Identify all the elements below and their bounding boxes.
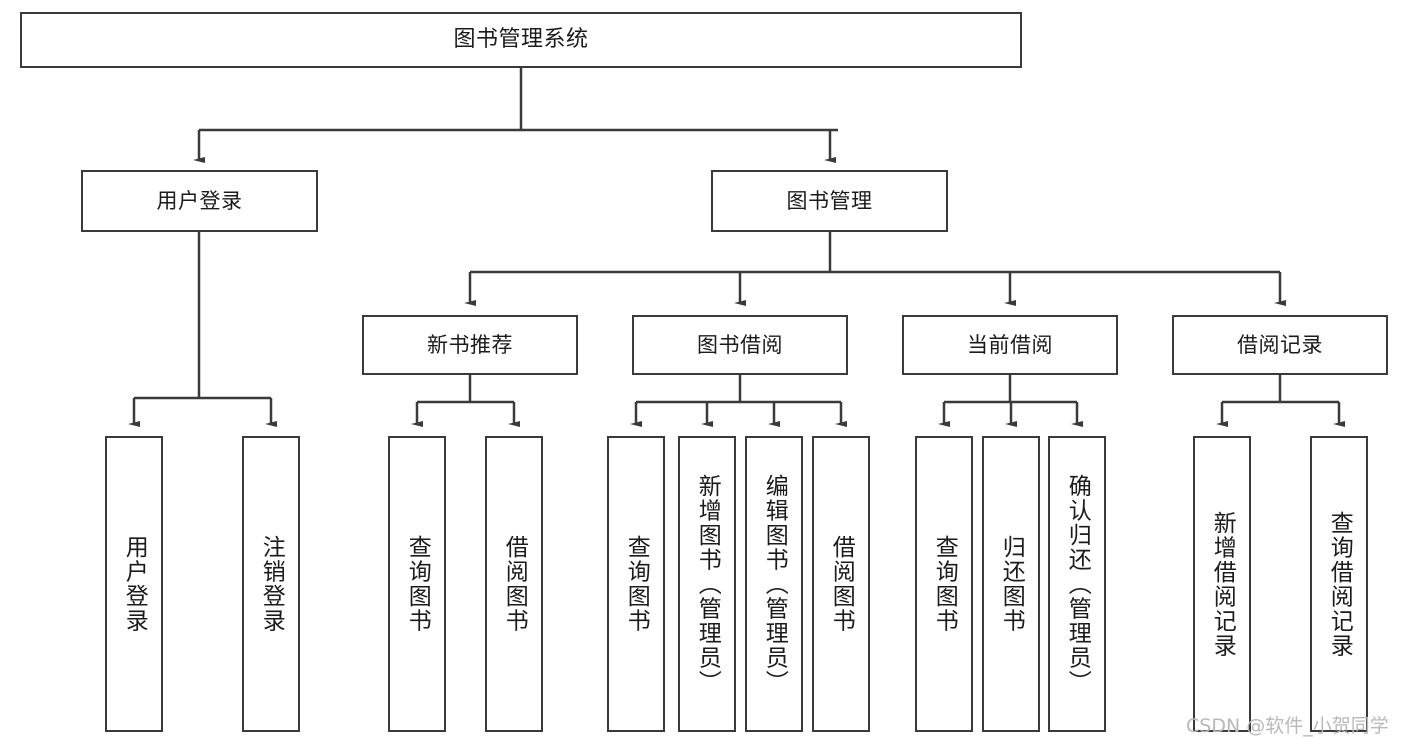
node-leaf-query-book-2[interactable]: 查询图书 (607, 436, 665, 732)
node-current-borrow[interactable]: 当前借阅 (902, 315, 1118, 375)
node-book-manage[interactable]: 图书管理 (711, 170, 948, 232)
node-new-book-rec-label: 新书推荐 (427, 332, 513, 357)
node-leaf-query-record[interactable]: 查询借阅记录 (1310, 436, 1368, 732)
watermark: CSDN @软件_小贺同学 (1186, 715, 1389, 737)
node-leaf-borrow-book-1-label: 借阅图书 (501, 535, 528, 633)
node-leaf-user-login-label: 用户登录 (121, 535, 148, 633)
node-leaf-logout-label: 注销登录 (258, 535, 285, 633)
node-leaf-edit-book[interactable]: 编辑图书（管理员） (745, 436, 803, 732)
node-leaf-query-book-3[interactable]: 查询图书 (915, 436, 973, 732)
node-user-login[interactable]: 用户登录 (81, 170, 318, 232)
node-leaf-logout[interactable]: 注销登录 (242, 436, 300, 732)
node-root-label: 图书管理系统 (453, 27, 589, 53)
node-leaf-query-book-1-label: 查询图书 (404, 535, 431, 633)
node-leaf-query-book-3-label: 查询图书 (931, 535, 958, 633)
node-leaf-add-book-label: 新增图书（管理员） (694, 473, 721, 695)
node-leaf-query-record-label: 查询借阅记录 (1326, 510, 1353, 658)
node-borrow-record[interactable]: 借阅记录 (1172, 315, 1388, 375)
node-book-manage-label: 图书管理 (786, 188, 873, 213)
node-borrow-record-label: 借阅记录 (1237, 332, 1323, 357)
node-book-borrow-label: 图书借阅 (697, 332, 783, 357)
node-leaf-add-record[interactable]: 新增借阅记录 (1193, 436, 1251, 732)
node-leaf-add-record-label: 新增借阅记录 (1209, 510, 1236, 658)
node-leaf-borrow-book-2[interactable]: 借阅图书 (812, 436, 870, 732)
node-leaf-user-login[interactable]: 用户登录 (105, 436, 163, 732)
node-leaf-query-book-2-label: 查询图书 (623, 535, 650, 633)
node-leaf-add-book[interactable]: 新增图书（管理员） (678, 436, 736, 732)
node-user-login-label: 用户登录 (156, 188, 243, 213)
node-root[interactable]: 图书管理系统 (20, 12, 1022, 68)
node-leaf-return-book[interactable]: 归还图书 (982, 436, 1040, 732)
node-new-book-rec[interactable]: 新书推荐 (362, 315, 578, 375)
node-leaf-edit-book-label: 编辑图书（管理员） (761, 473, 788, 695)
node-leaf-borrow-book-1[interactable]: 借阅图书 (485, 436, 543, 732)
node-leaf-confirm-return[interactable]: 确认归还（管理员） (1048, 436, 1106, 732)
node-leaf-borrow-book-2-label: 借阅图书 (828, 535, 855, 633)
node-leaf-query-book-1[interactable]: 查询图书 (388, 436, 446, 732)
node-leaf-return-book-label: 归还图书 (998, 535, 1025, 633)
node-book-borrow[interactable]: 图书借阅 (632, 315, 848, 375)
node-leaf-confirm-return-label: 确认归还（管理员） (1064, 473, 1091, 695)
node-current-borrow-label: 当前借阅 (967, 332, 1053, 357)
